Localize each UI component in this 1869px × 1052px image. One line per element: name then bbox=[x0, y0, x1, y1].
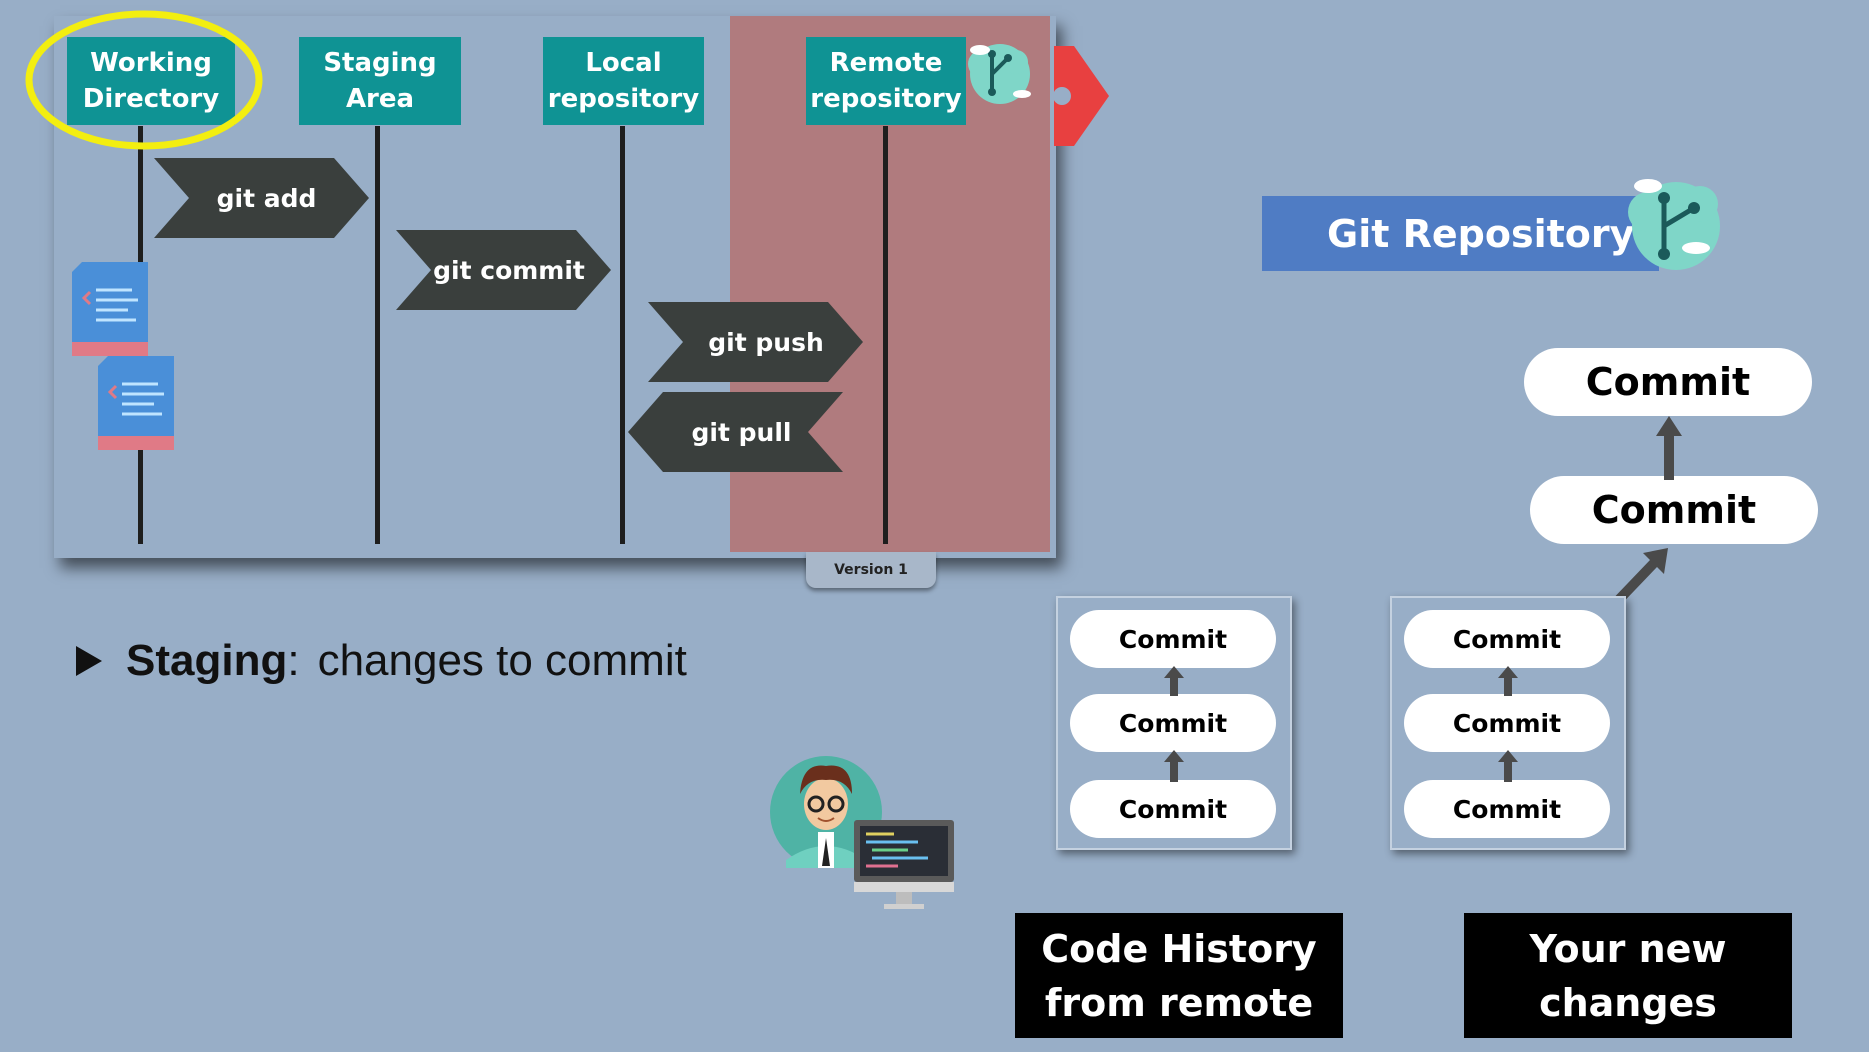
header-line: Area bbox=[345, 84, 415, 114]
version-tab-label: Version 1 bbox=[834, 562, 908, 578]
highlight-ellipse bbox=[25, 10, 263, 150]
git-repository-title: Git Repository bbox=[1327, 211, 1635, 256]
commit-node: Commit bbox=[1070, 780, 1276, 838]
commit-node: Commit bbox=[1070, 694, 1276, 752]
remote-repository-header: Remote repository bbox=[806, 37, 966, 125]
staging-lane-line bbox=[375, 126, 380, 544]
up-arrow-icon bbox=[1498, 750, 1518, 782]
up-arrow-icon bbox=[1656, 416, 1682, 480]
up-arrow-icon bbox=[1164, 750, 1184, 782]
git-cloud-icon bbox=[1628, 179, 1720, 270]
git-commit-label: git commit bbox=[433, 255, 585, 285]
commit-node: Commit bbox=[1404, 694, 1610, 752]
commit-node: Commit bbox=[1070, 610, 1276, 668]
staging-bullet: Staging: changes to commit bbox=[76, 636, 687, 686]
commit-node: Commit bbox=[1404, 610, 1610, 668]
git-pull-label: git pull bbox=[691, 417, 792, 447]
code-file-icon bbox=[98, 356, 174, 450]
git-commit-arrow bbox=[396, 230, 611, 310]
git-repository-banner: Git Repository bbox=[1262, 196, 1659, 271]
git-pull-arrow bbox=[628, 392, 843, 472]
caption-line: changes bbox=[1539, 980, 1717, 1025]
bullet-separator: : bbox=[287, 636, 300, 685]
header-line: Staging bbox=[323, 48, 437, 78]
git-push-label: git push bbox=[708, 327, 824, 357]
local-lane-line bbox=[620, 126, 625, 544]
commit-node: Commit bbox=[1404, 780, 1610, 838]
bullet-description: changes to commit bbox=[317, 636, 687, 685]
git-add-arrow bbox=[154, 158, 369, 238]
bullet-triangle-icon bbox=[76, 646, 102, 676]
header-line: repository bbox=[810, 84, 962, 114]
new-changes-stack: Commit Commit Commit bbox=[1390, 596, 1626, 850]
header-line: repository bbox=[547, 84, 700, 114]
local-repository-header: Local repository bbox=[543, 37, 704, 125]
remote-lane-line bbox=[883, 126, 888, 544]
git-cloud-icon bbox=[968, 44, 1031, 104]
remote-history-stack: Commit Commit Commit bbox=[1056, 596, 1292, 850]
header-line: Local bbox=[585, 48, 662, 78]
git-push-arrow bbox=[648, 302, 863, 382]
remote-history-caption: Code History from remote bbox=[1015, 913, 1343, 1038]
new-changes-caption: Your new changes bbox=[1464, 913, 1792, 1038]
caption-line: Code History bbox=[1041, 926, 1317, 971]
header-line: Remote bbox=[829, 48, 943, 78]
header-line: Working bbox=[90, 48, 212, 78]
developer-icon bbox=[770, 756, 954, 909]
up-arrow-icon bbox=[1164, 666, 1184, 696]
up-arrow-icon bbox=[1498, 666, 1518, 696]
header-line: Directory bbox=[82, 84, 220, 114]
caption-line: from remote bbox=[1044, 980, 1314, 1025]
commit-node: Commit bbox=[1524, 348, 1812, 416]
git-add-label: git add bbox=[216, 183, 317, 213]
bullet-term: Staging bbox=[126, 636, 288, 685]
version-tab: Version 1 bbox=[806, 552, 936, 588]
red-tag-icon bbox=[1054, 46, 1109, 146]
commit-node: Commit bbox=[1530, 476, 1818, 544]
caption-line: Your new bbox=[1529, 926, 1727, 971]
code-file-icon bbox=[72, 262, 148, 356]
